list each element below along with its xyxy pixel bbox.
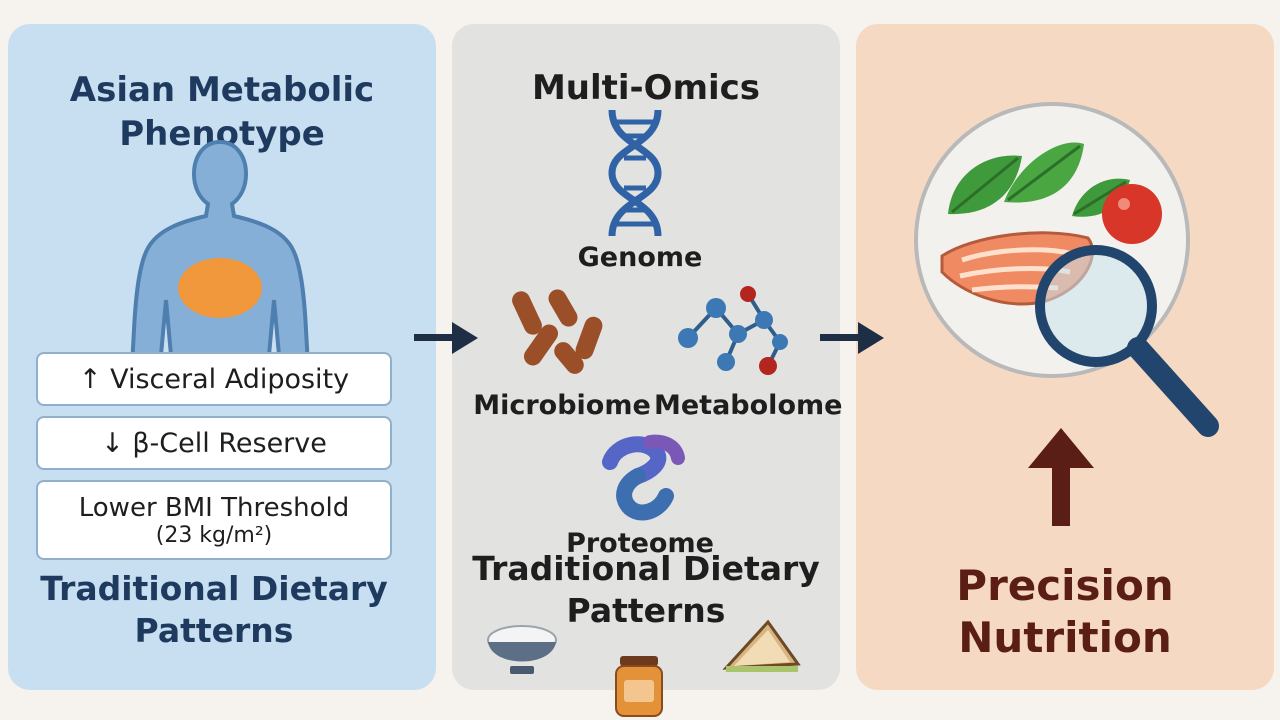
fact-text: ↑ Visceral Adiposity	[78, 363, 350, 395]
fact-text: ↓ β-Cell Reserve	[101, 427, 327, 459]
left-dietary-patterns-label: Traditional Dietary Patterns	[40, 569, 388, 650]
sandwich-icon	[722, 619, 801, 672]
dna-icon	[608, 109, 662, 237]
middle-dietary-patterns-label: Traditional Dietary Patterns	[472, 549, 820, 630]
microbiome-label: Microbiome	[473, 390, 651, 421]
fact-visceral-adiposity: ↑ Visceral Adiposity	[36, 352, 392, 406]
protein-icon	[602, 434, 685, 521]
fact-beta-cell-reserve: ↓ β-Cell Reserve	[36, 416, 392, 470]
genome-label: Genome	[577, 242, 703, 273]
arrow-right-icon	[820, 322, 884, 354]
precision-nutrition-title: Precision Nutrition	[956, 561, 1174, 662]
molecule-network-icon	[678, 286, 788, 375]
arrow-right-icon	[414, 322, 478, 354]
metabolome-label: Metabolome	[654, 390, 843, 421]
fact-bmi-threshold: Lower BMI Threshold (23 kg/m²)	[36, 480, 392, 560]
arrow-up-icon	[1028, 428, 1094, 526]
multi-omics-title: Multi-Omics	[531, 68, 761, 108]
food-plate-icon	[914, 102, 1219, 437]
fact-text: Lower BMI Threshold	[78, 492, 350, 523]
bacteria-icon	[512, 289, 603, 374]
phenotype-title: Asian Metabolic Phenotype	[69, 70, 375, 154]
proteome-label: Proteome	[566, 528, 714, 559]
fact-subtext: (23 kg/m²)	[155, 522, 273, 548]
human-silhouette-icon	[129, 139, 311, 368]
rice-bowl-icon	[487, 625, 557, 674]
jar-icon	[615, 656, 663, 717]
